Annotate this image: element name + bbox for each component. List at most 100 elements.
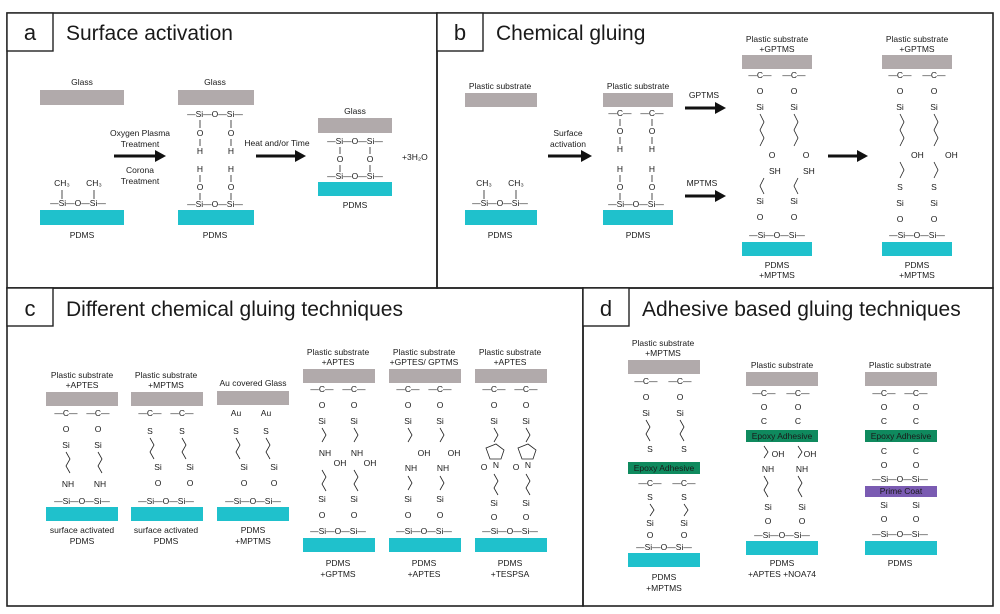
svg-text:—Si—O—Si—: —Si—O—Si— [187,199,243,209]
svg-text:O: O [491,400,498,410]
svg-text:PDMS: PDMS [70,230,95,240]
svg-text:GPTMS: GPTMS [689,90,720,100]
svg-text:—C—: —C— [888,70,912,80]
svg-text:Si: Si [930,102,938,112]
svg-text:O: O [95,424,102,434]
svg-text:O: O [187,478,194,488]
svg-text:NH: NH [351,448,363,458]
pdms-slab [178,210,254,225]
panel-a-arrow-1: Oxygen Plasma Treatment Corona Treatment [110,128,170,186]
svg-text:PDMS: PDMS [652,572,677,582]
svg-text:CH₃: CH₃ [508,178,524,188]
svg-text:OH: OH [418,448,431,458]
svg-text:Si: Si [94,440,102,450]
svg-text:PDMS: PDMS [203,230,228,240]
svg-text:O: O [897,86,904,96]
svg-text:—C—: —C— [482,384,506,394]
panel-b-arrow-1: Surface activation [548,128,592,162]
svg-text:PDMS: PDMS [70,536,95,546]
panel-d-header: d Adhesive based gluing techniques [582,287,961,327]
svg-text:NH: NH [796,464,808,474]
svg-text:Corona: Corona [126,165,154,175]
svg-text:+GPTMS: +GPTMS [320,569,356,579]
svg-text:Plastic substrate: Plastic substrate [51,370,114,380]
svg-text:Prime Coat: Prime Coat [880,486,923,496]
svg-text:O: O [649,126,656,136]
svg-text:H: H [649,144,655,154]
svg-text:Si: Si [318,416,326,426]
svg-text:surface activated: surface activated [134,525,199,535]
svg-text:—C—: —C— [608,108,632,118]
svg-text:H: H [617,164,623,174]
panel-a-frame [6,12,438,289]
svg-text:O: O [155,478,162,488]
svg-text:Plastic substrate: Plastic substrate [479,347,542,357]
svg-text:O: O [677,392,684,402]
svg-text:O: O [643,392,650,402]
glass-slab [178,90,254,105]
svg-text:Plastic substrate: Plastic substrate [469,81,532,91]
svg-text:O: O [197,128,204,138]
svg-text:—Si—O—Si—: —Si—O—Si— [749,230,805,240]
panel-a-letter: a [24,20,37,45]
svg-text:SH: SH [769,166,781,176]
svg-text:Surface: Surface [553,128,583,138]
panel-b-title: Chemical gluing [496,22,645,45]
panel-b-header: b Chemical gluing [436,12,645,52]
svg-text:S: S [647,444,653,454]
svg-text:+MPTMS: +MPTMS [899,270,935,280]
svg-text:Si: Si [642,408,650,418]
svg-text:NH: NH [62,479,74,489]
svg-text:Si: Si [912,500,920,510]
svg-text:—C—: —C— [138,408,162,418]
svg-text:Au covered Glass: Au covered Glass [219,378,286,388]
svg-text:O: O [228,128,235,138]
panel-a-header: a Surface activation [6,12,233,52]
svg-text:OH: OH [804,449,817,459]
svg-text:—Si—O—Si—: —Si—O—Si— [187,109,243,119]
svg-text:OH: OH [334,458,347,468]
svg-text:C: C [795,416,801,426]
panel-b-arrow-mptms: MPTMS [685,178,726,202]
svg-text:O: O [769,150,776,160]
svg-text:—Si—O—Si—: —Si—O—Si— [327,171,383,181]
svg-text:N: N [525,460,531,470]
svg-text:O: O [523,512,530,522]
svg-text:O: O [437,510,444,520]
svg-text:O: O [913,460,920,470]
svg-text:O: O [437,400,444,410]
svg-text:Si: Si [522,498,530,508]
panel-b-letter: b [454,20,466,45]
svg-text:Si: Si [896,198,904,208]
svg-text:Plastic substrate: Plastic substrate [393,347,456,357]
svg-text:Si: Si [404,494,412,504]
svg-text:CH₃: CH₃ [54,178,70,188]
svg-text:Si: Si [790,196,798,206]
svg-text:O: O [523,400,530,410]
svg-text:Si: Si [404,416,412,426]
svg-text:S: S [897,182,903,192]
svg-text:PDMS: PDMS [326,558,351,568]
svg-text:O: O [319,510,326,520]
glass-slab [318,118,392,133]
panel-d-column-3: Plastic substrate —C— —C— O O C C Epoxy … [865,360,937,568]
svg-text:PDMS: PDMS [498,558,523,568]
panel-a-title: Surface activation [66,22,233,45]
svg-text:—C—: —C— [86,408,110,418]
svg-text:—C—: —C— [640,108,664,118]
svg-text:—C—: —C— [668,376,692,386]
svg-text:Si: Si [154,462,162,472]
svg-text:O: O [931,86,938,96]
svg-text:CH₃: CH₃ [476,178,492,188]
panel-d-letter: d [600,296,612,321]
svg-text:O: O [897,214,904,224]
svg-text:Si: Si [646,518,654,528]
svg-text:Epoxy Adhesive: Epoxy Adhesive [634,463,695,473]
svg-text:O: O [799,516,806,526]
epoxy-adhesive-layer [746,430,818,442]
svg-text:O: O [197,182,204,192]
svg-text:—C—: —C— [748,70,772,80]
svg-text:OH: OH [448,448,461,458]
svg-text:Plastic substrate: Plastic substrate [869,360,932,370]
svg-text:O: O [757,212,764,222]
